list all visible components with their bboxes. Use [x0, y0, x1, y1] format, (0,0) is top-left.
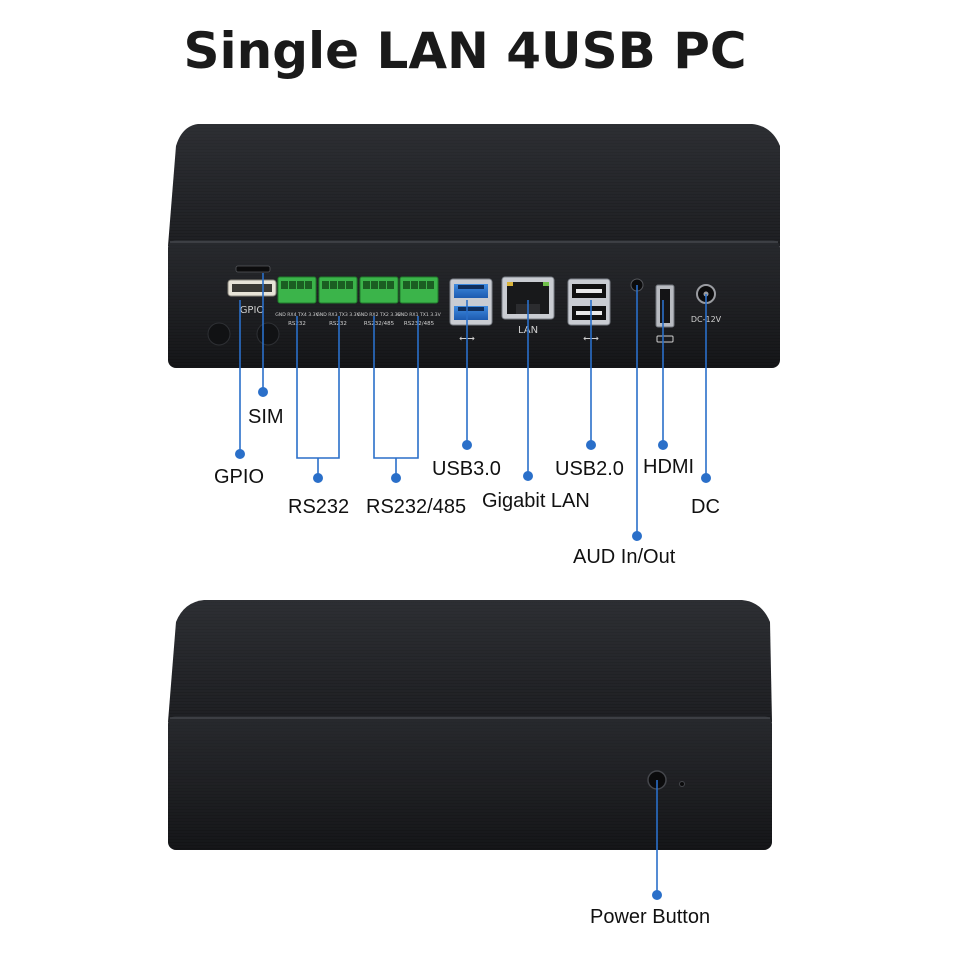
rear-device: GPIO GND RX4 TX4 3.3V GND RX3 TX3 3.3V G… [168, 124, 780, 368]
label-dc: DC [691, 496, 720, 518]
sim-slot [235, 265, 271, 273]
label-hdmi: HDMI [643, 456, 695, 478]
hdmi-port [655, 284, 675, 328]
rs232-terminal-1 [277, 276, 317, 304]
rs232-caption-2: RS232 [329, 321, 347, 327]
rs485-b-pin-marking: GND RX1 TX1 3.3V [397, 312, 441, 318]
rs485-caption-1: RS232/485 [364, 321, 395, 327]
rs232-terminal-2 [318, 276, 358, 304]
label-usb2: USB2.0 [555, 458, 624, 480]
rubber-foot-left [207, 322, 231, 346]
rs232-b-pin-marking: GND RX3 TX3 3.3V [316, 312, 360, 318]
label-rs232: RS232 [288, 496, 350, 518]
label-audio: AUD In/Out [573, 546, 676, 568]
rubber-foot-right [256, 322, 280, 346]
rear-callout-dots [235, 387, 711, 541]
label-rs232-485: RS232/485 [366, 496, 467, 518]
label-sim: SIM [248, 406, 284, 428]
rs485-a-pin-marking: GND RX2 TX2 3.3V [357, 312, 401, 318]
front-device [168, 600, 772, 850]
rs485-terminal-1 [359, 276, 399, 304]
rear-callout-lines [239, 273, 707, 536]
usb3-ports [449, 278, 493, 326]
hdmi-symbol-icon [656, 335, 674, 343]
label-gigabit-lan: Gigabit LAN [482, 490, 590, 512]
label-usb3: USB3.0 [432, 458, 501, 480]
power-led [679, 781, 685, 787]
label-gpio: GPIO [214, 466, 265, 488]
rs232-a-pin-marking: GND RX4 TX4 3.3V [275, 312, 319, 318]
front-callout-dot [652, 890, 662, 900]
usb2-ports [567, 278, 611, 326]
page-title: Single LAN 4USB PC [183, 22, 747, 80]
label-power-button: Power Button [590, 906, 711, 928]
gpio-marking: GPIO [240, 305, 265, 316]
rs485-caption-2: RS232/485 [404, 321, 435, 327]
gpio-port [227, 279, 277, 297]
rs485-terminal-2 [399, 276, 439, 304]
